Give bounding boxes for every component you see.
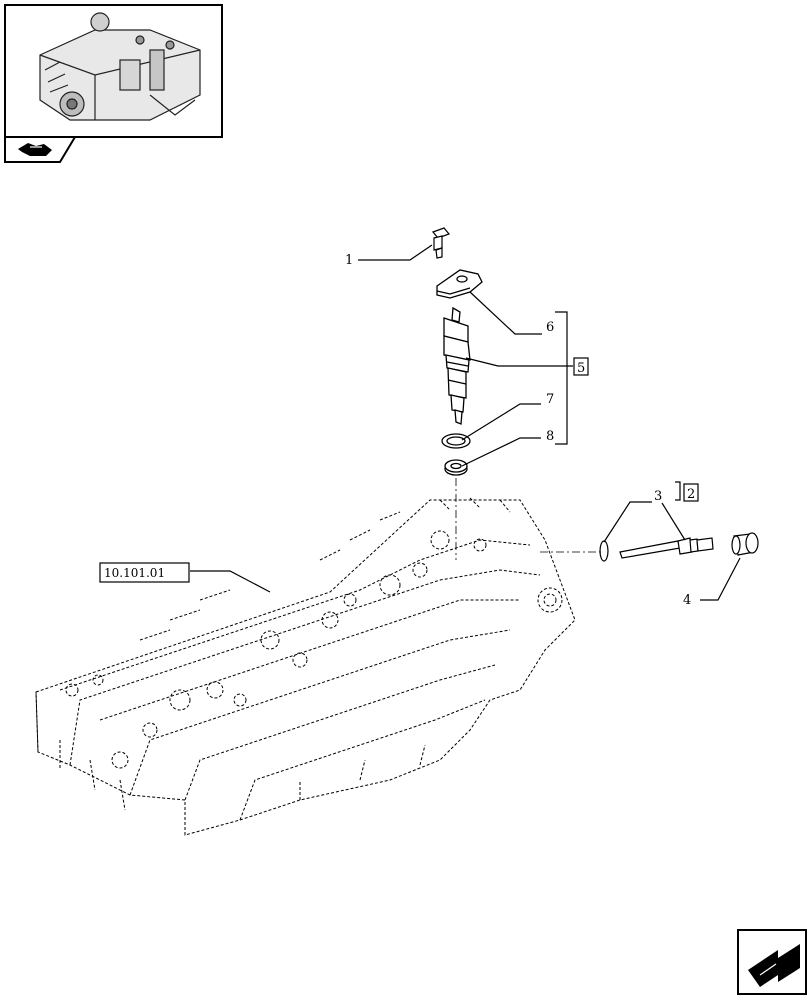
callout-1: 1 <box>345 253 353 268</box>
cylinder-head <box>35 497 576 836</box>
o-ring-part-3 <box>599 540 609 562</box>
nav-tab[interactable] <box>4 136 77 163</box>
engine-thumbnail[interactable] <box>4 4 223 138</box>
callout-3: 3 <box>654 489 662 504</box>
leader-lines <box>190 244 741 601</box>
callout-2-box: 2 <box>683 483 699 502</box>
callout-4: 4 <box>683 593 691 608</box>
hand-pointer-icon <box>18 143 52 156</box>
callout-5: 5 <box>577 361 585 376</box>
clamp-part <box>436 269 483 299</box>
next-page-arrow-icon <box>748 944 800 987</box>
callout-5-box: 5 <box>573 357 589 376</box>
sleeve-part <box>731 532 759 556</box>
callout-6: 6 <box>546 320 554 335</box>
reference-label: 10.101.01 <box>104 566 165 580</box>
engine-thumbnail-icon <box>39 12 201 121</box>
injector-part <box>443 306 471 425</box>
washer-part-8 <box>444 459 468 476</box>
callout-7: 7 <box>546 392 554 407</box>
bolt-part <box>431 227 451 259</box>
callout-2: 2 <box>687 487 695 502</box>
tube-part <box>619 537 714 559</box>
callout-8: 8 <box>546 429 554 444</box>
next-page-button[interactable] <box>737 929 807 995</box>
reference-link[interactable]: 10.101.01 <box>99 562 190 583</box>
ring-part-7 <box>441 433 471 449</box>
